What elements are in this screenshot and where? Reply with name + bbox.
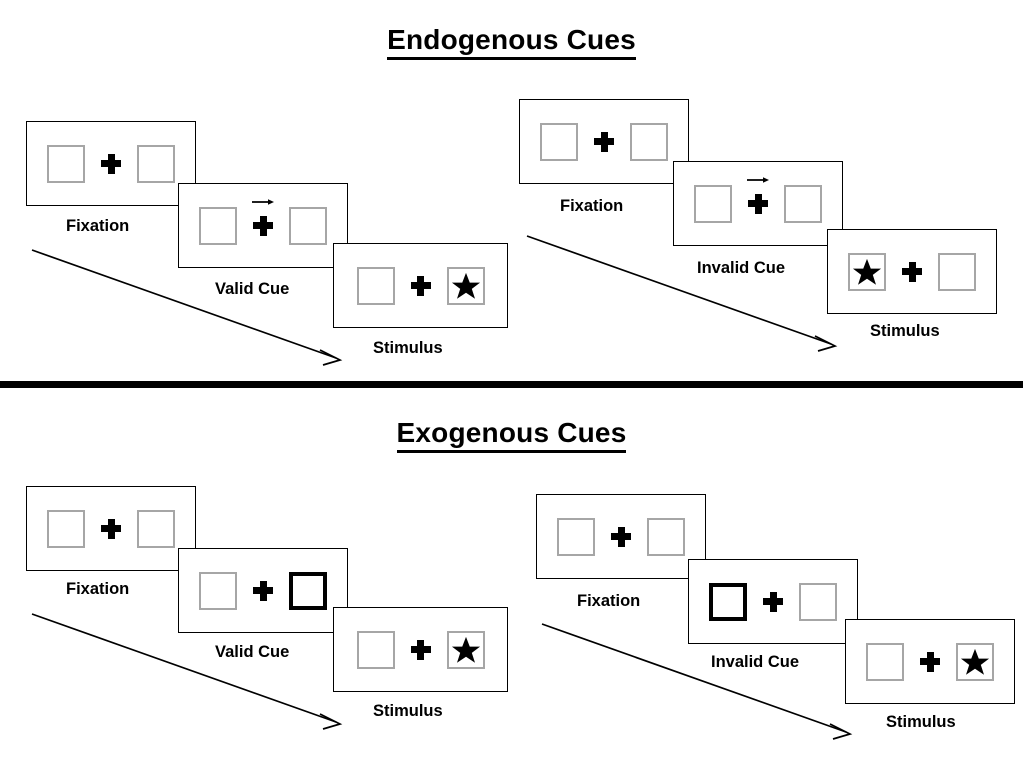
plus-cross-icon	[902, 261, 922, 282]
stimulus-box-right-cued	[289, 571, 327, 610]
panel-content	[356, 266, 485, 305]
fixation-cross	[408, 271, 434, 301]
caption-endogenous-valid-cue: Valid Cue	[215, 280, 290, 298]
panel-content	[709, 582, 837, 621]
caption-exogenous-valid-fixation: Fixation	[66, 580, 130, 598]
panel-content	[848, 252, 976, 291]
panel-content	[47, 509, 175, 548]
plus-cross-icon	[920, 651, 940, 672]
panel-content	[540, 122, 668, 161]
panel-content	[356, 630, 485, 669]
panel-exogenous-valid-fixation	[26, 486, 196, 571]
caption-endogenous-invalid-fixation: Fixation	[560, 197, 624, 215]
caption-endogenous-valid-stimulus: Stimulus	[373, 339, 443, 357]
star-icon	[451, 636, 480, 663]
panel-content	[47, 144, 175, 183]
fixation-cross	[591, 127, 617, 157]
stimulus-box-right	[799, 582, 837, 621]
stimulus-box-left	[356, 266, 395, 305]
panel-content	[199, 198, 327, 245]
panel-endogenous-invalid-fixation	[519, 99, 689, 184]
stimulus-box-right	[446, 266, 485, 305]
stimulus-box-right	[647, 517, 685, 556]
stimulus-box-left	[540, 122, 578, 161]
panel-exogenous-invalid-stimulus	[845, 619, 1015, 704]
diagonal-arrow-icon-endogenous-invalid	[526, 235, 838, 352]
stimulus-box-left	[199, 571, 237, 610]
stimulus-box-right	[630, 122, 668, 161]
plus-cross-icon	[763, 591, 783, 612]
panel-endogenous-valid-stimulus	[333, 243, 508, 328]
panel-content	[694, 176, 822, 223]
stimulus-box-left	[47, 144, 85, 183]
panel-exogenous-invalid-fixation	[536, 494, 706, 579]
panel-content	[866, 642, 994, 681]
plus-cross-icon	[594, 131, 614, 152]
caption-exogenous-valid-stimulus: Stimulus	[373, 702, 443, 720]
star-icon	[960, 648, 990, 675]
stimulus-box-left	[694, 184, 732, 223]
caption-endogenous-invalid-cue: Invalid Cue	[697, 259, 786, 277]
fixation-cross-with-cue	[250, 198, 276, 241]
panel-endogenous-valid-cue	[178, 183, 348, 268]
stimulus-box-right	[938, 252, 976, 291]
plus-cross-icon	[410, 639, 431, 660]
caption-exogenous-valid-cue: Valid Cue	[215, 643, 290, 661]
stimulus-box-left-cued	[709, 582, 747, 621]
caption-exogenous-invalid-fixation: Fixation	[577, 592, 641, 610]
stimulus-box-left	[866, 642, 904, 681]
plus-cross-icon	[748, 193, 768, 214]
section-title-endogenous-text: Endogenous Cues	[387, 24, 636, 60]
stimulus-box-right	[446, 630, 485, 669]
stimulus-box-left	[356, 630, 395, 669]
panel-content	[557, 517, 685, 556]
stimulus-box-left	[557, 517, 595, 556]
panel-exogenous-valid-cue	[178, 548, 348, 633]
panel-endogenous-valid-fixation	[26, 121, 196, 206]
fixation-cross	[408, 635, 434, 665]
section-divider	[0, 381, 1023, 388]
stimulus-box-right	[289, 206, 327, 245]
section-title-endogenous: Endogenous Cues	[0, 24, 1023, 60]
panel-endogenous-invalid-cue	[673, 161, 843, 246]
panel-endogenous-invalid-stimulus	[827, 229, 997, 314]
arrow-right-icon	[747, 176, 769, 183]
fixation-cross	[899, 257, 925, 287]
caption-endogenous-invalid-stimulus: Stimulus	[870, 322, 940, 340]
panel-exogenous-invalid-cue	[688, 559, 858, 644]
star-icon	[451, 272, 480, 299]
stimulus-box-left	[848, 252, 886, 291]
panel-exogenous-valid-stimulus	[333, 607, 508, 692]
caption-exogenous-invalid-cue: Invalid Cue	[711, 653, 800, 671]
stimulus-box-right	[137, 144, 175, 183]
stimulus-box-right	[137, 509, 175, 548]
stimulus-box-left	[199, 206, 237, 245]
panel-content	[199, 571, 327, 610]
section-title-exogenous-text: Exogenous Cues	[396, 417, 627, 453]
stimulus-box-right	[784, 184, 822, 223]
stimulus-box-right	[956, 642, 994, 681]
fixation-cross	[250, 576, 276, 606]
section-title-exogenous: Exogenous Cues	[0, 417, 1023, 453]
fixation-cross-with-cue	[745, 176, 771, 219]
plus-cross-icon	[101, 153, 121, 174]
plus-cross-icon	[410, 275, 431, 296]
plus-cross-icon	[101, 518, 121, 539]
caption-exogenous-invalid-stimulus: Stimulus	[886, 713, 956, 731]
fixation-cross	[608, 522, 634, 552]
fixation-cross	[98, 514, 124, 544]
plus-cross-icon	[253, 215, 273, 236]
fixation-cross	[98, 149, 124, 179]
fixation-cross	[760, 587, 786, 617]
arrow-right-icon	[252, 198, 274, 205]
caption-endogenous-valid-fixation: Fixation	[66, 217, 130, 235]
plus-cross-icon	[611, 526, 631, 547]
stimulus-box-left	[47, 509, 85, 548]
star-icon	[852, 258, 882, 285]
plus-cross-icon	[253, 580, 273, 601]
fixation-cross	[917, 647, 943, 677]
